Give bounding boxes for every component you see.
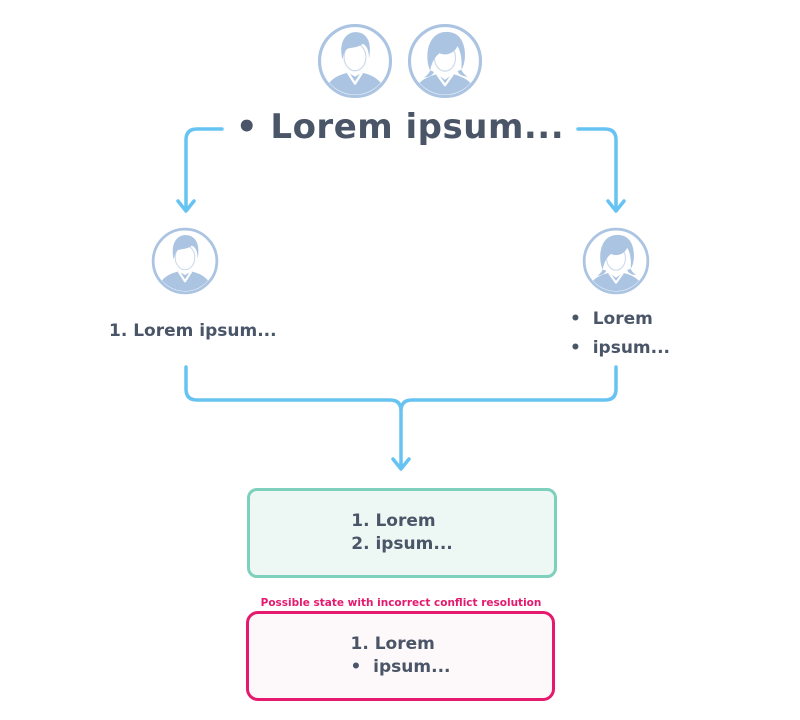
male-avatar-icon <box>316 22 394 100</box>
result-line: 2. ipsum... <box>351 534 453 554</box>
merged-result-lines: 1. Lorem 2. ipsum... <box>351 510 453 556</box>
right-branch-item: • ipsum... <box>570 338 671 358</box>
conflict-caption: Possible state with incorrect conflict r… <box>260 597 542 609</box>
result-line: 1. Lorem <box>351 511 436 531</box>
left-branch-label: 1. Lorem ipsum... <box>109 321 277 341</box>
conflict-line: • ipsum... <box>350 657 451 677</box>
female-avatar-icon <box>581 226 651 296</box>
female-avatar-icon <box>406 22 484 100</box>
conflict-line: 1. Lorem <box>350 634 435 654</box>
merge-connector-to-result-box <box>184 365 618 471</box>
conflict-state-box: 1. Lorem • ipsum... <box>246 611 555 701</box>
diagram-title: • Lorem ipsum... <box>235 107 565 147</box>
right-branch-list: • Lorem • ipsum... <box>570 305 670 363</box>
merged-result-box: 1. Lorem 2. ipsum... <box>247 488 557 578</box>
male-avatar-icon <box>150 226 220 296</box>
conflict-state-lines: 1. Lorem • ipsum... <box>350 633 450 679</box>
right-branch-item: • Lorem <box>570 309 653 329</box>
